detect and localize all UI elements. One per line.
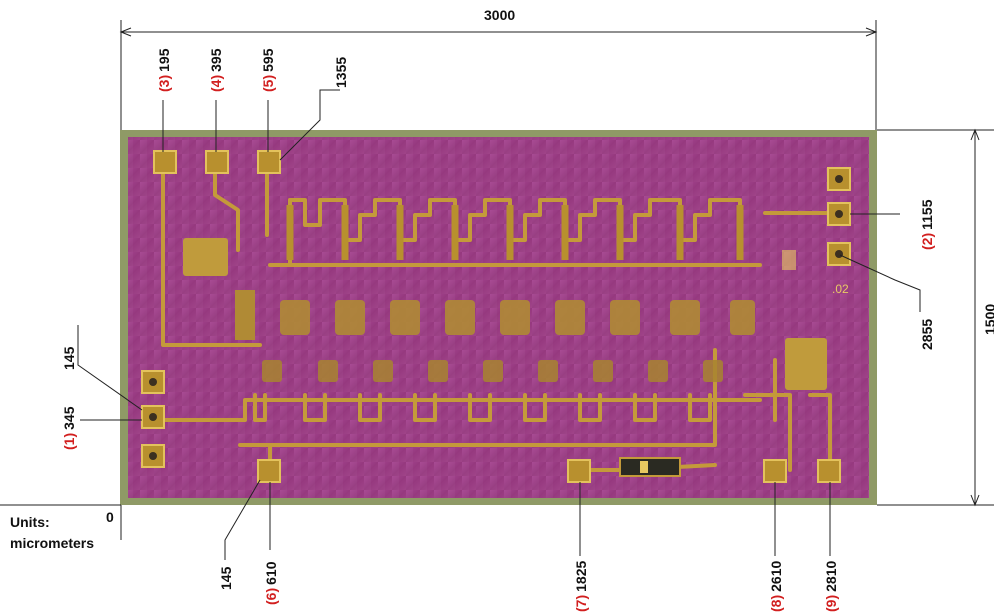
svg-text:(3)195: (3)195: [156, 48, 172, 92]
circuit-traces: [161, 168, 832, 472]
pad-3: [153, 150, 177, 174]
svg-text:(7)1825: (7)1825: [573, 561, 589, 612]
left-label-145: 145: [61, 346, 77, 370]
marking-blob: [782, 250, 796, 270]
bottom-resistor: [619, 457, 681, 477]
origin-label: 0: [106, 509, 114, 525]
bottom-label-145: 145: [218, 566, 234, 590]
units-note: Units: micrometers: [10, 512, 94, 554]
left-label-1: (1)345: [61, 406, 77, 450]
svg-text:(2)1155: (2)1155: [919, 199, 935, 250]
svg-text:(6)610: (6)610: [263, 561, 279, 605]
svg-text:(1)345: (1)345: [61, 406, 77, 450]
top-label-3: (3)195: [156, 48, 172, 92]
pad-8: [763, 459, 787, 483]
top-label-4: (4)395: [208, 48, 224, 92]
right-label-2: (2)1155: [919, 199, 935, 250]
bottom-resistor-core: [640, 461, 648, 473]
top-label-5: (5)595: [260, 48, 276, 92]
svg-text:1355: 1355: [333, 57, 349, 88]
input-capacitor: [183, 238, 228, 276]
pad-4: [205, 150, 229, 174]
units-line-2: micrometers: [10, 535, 95, 551]
top-label-1355: 1355: [333, 57, 349, 88]
svg-text:2855: 2855: [919, 319, 935, 350]
chip-marking: .02: [832, 282, 849, 296]
svg-text:145: 145: [218, 566, 234, 590]
bottom-label-8: (8)2610: [768, 561, 784, 612]
dimension-lines: [0, 20, 994, 560]
svg-text:(8)2610: (8)2610: [768, 561, 784, 612]
pad-6: [257, 459, 281, 483]
bottom-label-7: (7)1825: [573, 561, 589, 612]
pad-vias: [149, 175, 843, 460]
transistor-row-2: [262, 360, 723, 382]
height-label: 1500: [982, 304, 994, 335]
right-label-2855: 2855: [919, 319, 935, 350]
bottom-label-6: (6)610: [263, 561, 279, 605]
pad-9: [817, 459, 841, 483]
pad-5: [257, 150, 281, 174]
left-block: [235, 290, 255, 340]
width-label: 3000: [484, 7, 515, 23]
output-capacitor: [785, 338, 827, 390]
svg-text:(4)395: (4)395: [208, 48, 224, 92]
svg-text:(9)2810: (9)2810: [823, 561, 839, 612]
svg-text:(5)595: (5)595: [260, 48, 276, 92]
finger-row-top: [286, 205, 744, 260]
bottom-label-9: (9)2810: [823, 561, 839, 612]
svg-text:145: 145: [61, 346, 77, 370]
units-line-1: Units:: [10, 514, 50, 530]
pad-7: [567, 459, 591, 483]
transistor-row-1: [280, 300, 755, 335]
